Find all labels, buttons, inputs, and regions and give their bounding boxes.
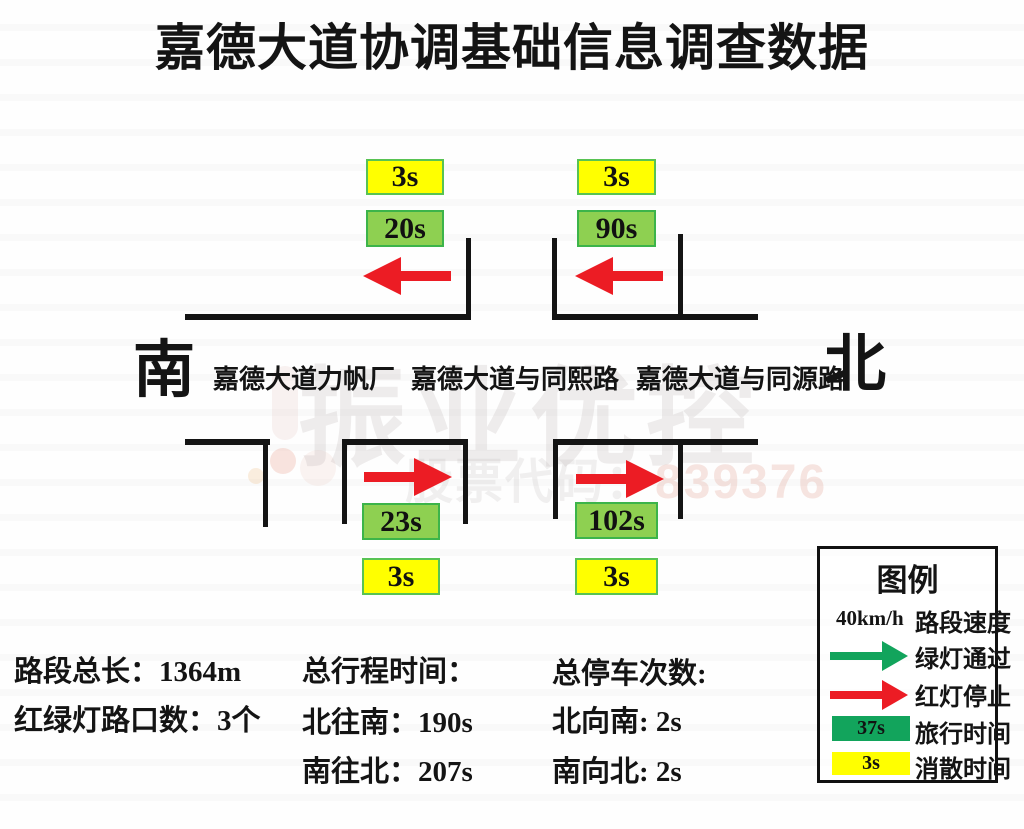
stat-travel-time-title: 总行程时间： bbox=[302, 656, 477, 688]
stat-stops-n2s-label: 北向南: bbox=[552, 706, 649, 738]
road-bottom-segment-1 bbox=[185, 439, 270, 445]
stat-signal-count: 红绿灯路口数：3个 bbox=[14, 697, 261, 739]
legend-dissipation-time-swatch: 3s bbox=[832, 752, 910, 775]
location-label-lifan: 嘉德大道力帆厂 bbox=[213, 365, 396, 394]
red-light-arrow-east-2 bbox=[576, 460, 664, 498]
legend-speed-label: 路段速度 bbox=[915, 611, 1011, 637]
stat-signal-count-value: 3个 bbox=[217, 705, 261, 737]
red-arrow-icon bbox=[830, 680, 908, 710]
stat-stops-south-to-north: 南向北: 2s bbox=[552, 748, 682, 790]
stat-stops-title: 总停车次数: bbox=[552, 658, 707, 690]
arrow-shaft bbox=[830, 652, 886, 660]
road-bottom-segment-2 bbox=[342, 439, 468, 445]
stat-travel-north-to-south: 北往南：190s bbox=[302, 699, 473, 741]
stat-travel-s2n-value: 207s bbox=[418, 756, 473, 788]
travel-time-box-west-1: 20s bbox=[366, 210, 444, 247]
legend-title: 图例 bbox=[876, 563, 939, 598]
road-top-segment-2 bbox=[552, 314, 758, 320]
stopline-bottom-4 bbox=[553, 443, 558, 519]
travel-time-box-east-2: 102s bbox=[575, 502, 658, 539]
stat-travel-south-to-north: 南往北：207s bbox=[302, 748, 473, 790]
stat-travel-n2s-label: 北往南： bbox=[302, 707, 419, 739]
stat-stops-s2n-value: 2s bbox=[655, 756, 682, 788]
red-light-arrow-west-1 bbox=[363, 257, 451, 295]
legend-red-arrow-label: 红灯停止 bbox=[915, 685, 1011, 711]
stat-travel-s2n-label: 南往北： bbox=[302, 756, 419, 788]
stopline-bottom-2 bbox=[342, 443, 347, 524]
stopline-top-3 bbox=[678, 234, 683, 320]
stopline-top-2 bbox=[552, 238, 557, 320]
legend-dissipation-time-label: 消散时间 bbox=[915, 757, 1011, 783]
arrow-head bbox=[414, 458, 452, 496]
arrow-shaft bbox=[395, 271, 451, 281]
watermark-logo-dot-light bbox=[300, 450, 336, 486]
arrow-head bbox=[882, 641, 908, 671]
north-label: 北 bbox=[824, 331, 887, 399]
road-top-segment-1 bbox=[185, 314, 471, 320]
arrow-shaft bbox=[576, 474, 632, 484]
arrow-head bbox=[363, 257, 401, 295]
dissipation-time-box-east-1: 3s bbox=[362, 558, 440, 595]
watermark-logo-dot-pink bbox=[270, 448, 296, 474]
stat-total-length-label: 路段总长： bbox=[14, 656, 160, 688]
road-bottom-segment-3 bbox=[553, 439, 758, 445]
arrow-head bbox=[882, 680, 908, 710]
legend-travel-time-swatch: 37s bbox=[832, 716, 910, 741]
dissipation-time-box-west-2: 3s bbox=[577, 159, 656, 195]
arrow-shaft bbox=[607, 271, 663, 281]
arrow-shaft bbox=[830, 691, 886, 699]
arrow-head bbox=[575, 257, 613, 295]
page-title: 嘉德大道协调基础信息调查数据 bbox=[155, 20, 869, 76]
red-light-arrow-west-2 bbox=[575, 257, 663, 295]
dissipation-time-box-west-1: 3s bbox=[366, 159, 444, 195]
stat-stops-north-to-south: 北向南: 2s bbox=[552, 698, 682, 740]
stat-travel-n2s-value: 190s bbox=[418, 707, 473, 739]
travel-time-box-east-1: 23s bbox=[362, 503, 440, 540]
watermark-logo-dot-orange bbox=[248, 468, 264, 484]
legend-box: 图例 40km/h 路段速度 绿灯通过 红灯停止 37s 旅行时间 3s 消散时… bbox=[817, 546, 1011, 783]
legend-speed-value: 40km/h bbox=[836, 606, 904, 630]
stat-stops-n2s-value: 2s bbox=[655, 706, 682, 738]
stopline-top-1 bbox=[466, 238, 471, 320]
dissipation-time-box-east-2: 3s bbox=[575, 558, 658, 595]
stopline-bottom-3 bbox=[463, 443, 468, 524]
stat-total-length-value: 1364m bbox=[159, 656, 242, 688]
legend-green-arrow-label: 绿灯通过 bbox=[915, 647, 1011, 673]
stopline-bottom-1 bbox=[263, 443, 268, 527]
south-label: 南 bbox=[133, 337, 196, 405]
green-arrow-icon bbox=[830, 641, 908, 671]
arrow-shaft bbox=[364, 472, 420, 482]
location-label-tongxi: 嘉德大道与同熙路 bbox=[411, 365, 620, 394]
travel-time-box-west-2: 90s bbox=[577, 210, 656, 247]
stat-stops-s2n-label: 南向北: bbox=[552, 756, 649, 788]
legend-travel-time-label: 旅行时间 bbox=[915, 722, 1011, 748]
red-light-arrow-east-1 bbox=[364, 458, 452, 496]
location-label-tongyuan: 嘉德大道与同源路 bbox=[636, 365, 845, 394]
stopline-bottom-5 bbox=[678, 443, 683, 519]
stat-total-length: 路段总长：1364m bbox=[14, 648, 241, 690]
arrow-head bbox=[626, 460, 664, 498]
stat-signal-count-label: 红绿灯路口数： bbox=[14, 705, 218, 737]
